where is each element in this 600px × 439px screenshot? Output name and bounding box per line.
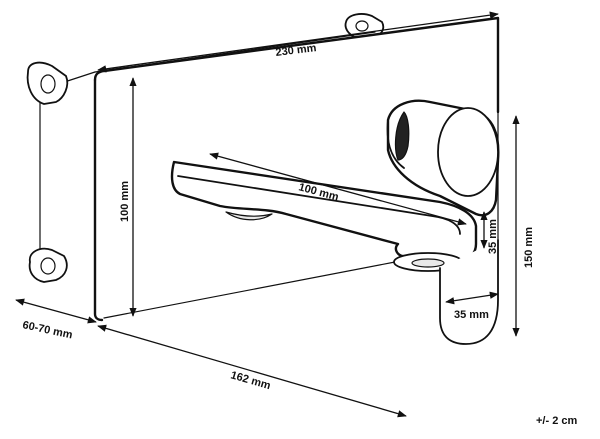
label-162: 162 mm xyxy=(229,369,272,392)
dim-line-35-width xyxy=(445,291,499,305)
dim-line-60-70 xyxy=(15,298,97,324)
label-230: 230 mm xyxy=(275,42,317,59)
label-35-height: 35 mm xyxy=(487,219,499,254)
tolerance-note: +/- 2 cm xyxy=(536,415,577,427)
label-35-width: 35 mm xyxy=(454,309,489,321)
dim-line-162 xyxy=(97,324,407,418)
label-60-70: 60-70 mm xyxy=(21,319,73,341)
bottom-left-mounting-ear xyxy=(28,247,68,283)
dim-line-230 xyxy=(97,11,499,73)
dim-line-100-spout xyxy=(209,152,467,226)
label-150: 150 mm xyxy=(523,227,535,268)
label-100-plate: 100 mm xyxy=(119,181,131,222)
top-left-mounting-ear xyxy=(26,61,69,105)
dimension-lines xyxy=(15,11,520,418)
